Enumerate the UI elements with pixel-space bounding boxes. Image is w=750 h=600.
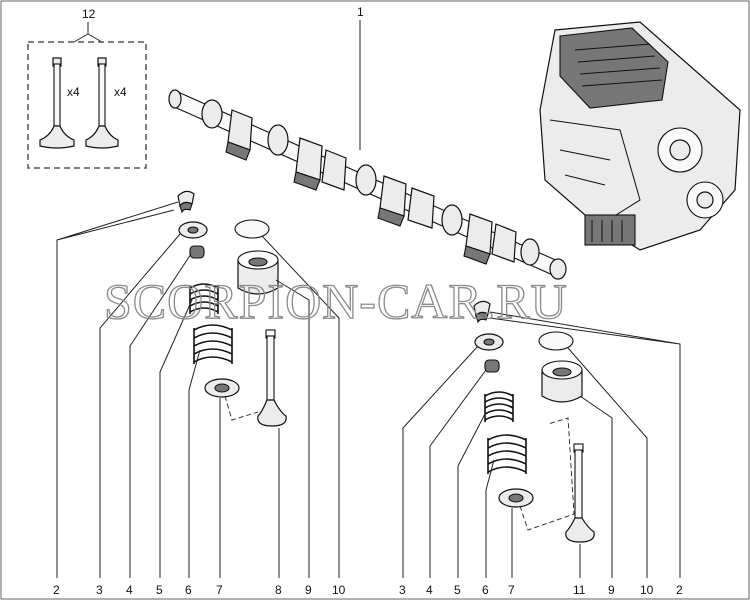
callout-12: 12 — [82, 7, 96, 21]
callout-2-right: 2 — [676, 583, 683, 597]
callout-10-right: 10 — [640, 583, 654, 597]
valve-icon — [85, 57, 119, 149]
valve-icon — [39, 57, 75, 149]
tappet-icon — [541, 360, 583, 403]
right-valve-assembly — [473, 300, 595, 543]
callout-6-right: 6 — [482, 583, 489, 597]
watermark-text: SCORPION-CAR.RU — [104, 273, 568, 329]
callout-5-right: 5 — [454, 583, 461, 597]
bottom-left-callouts: 2 3 4 5 6 7 8 9 10 — [53, 583, 346, 597]
valve-seal-icon — [189, 245, 205, 259]
callout-8-left: 8 — [275, 583, 282, 597]
valve-kit-group: 12 x4 x4 — [27, 7, 147, 169]
valve-kit-box — [27, 41, 147, 169]
engine-block-icon — [539, 21, 741, 251]
bottom-right-callouts: 3 4 5 6 7 11 9 10 2 — [399, 583, 683, 597]
valve-keeper-icon — [177, 190, 195, 214]
valve-spring-icon — [484, 391, 514, 422]
callout-4-right: 4 — [426, 583, 433, 597]
shim-icon — [234, 219, 270, 239]
leader-lines — [56, 201, 681, 578]
valve-spring-icon — [193, 324, 233, 364]
valve-seal-icon — [484, 359, 500, 373]
callout-9-right: 9 — [608, 583, 615, 597]
callout-11-right: 11 — [573, 583, 586, 597]
callout-3-right: 3 — [399, 583, 406, 597]
valve-spring-icon — [487, 434, 527, 474]
callout-1: 1 — [357, 5, 364, 19]
valve-icon — [257, 329, 287, 427]
left-valve-assembly — [177, 190, 287, 427]
camshaft-icon: 1 — [168, 5, 567, 280]
tappet-icon — [237, 250, 279, 295]
callout-4-left: 4 — [126, 583, 133, 597]
qty-label-left: x4 — [67, 85, 80, 99]
callout-10-left: 10 — [332, 583, 346, 597]
callout-2-left: 2 — [53, 583, 60, 597]
shim-icon — [538, 331, 574, 351]
callout-9-left: 9 — [305, 583, 312, 597]
valve-spring-icon — [189, 283, 219, 314]
callout-7-left: 7 — [216, 583, 223, 597]
qty-label-right: x4 — [114, 85, 127, 99]
callout-7-right: 7 — [508, 583, 515, 597]
callout-5-left: 5 — [156, 583, 163, 597]
callout-6-left: 6 — [185, 583, 192, 597]
valve-icon — [565, 443, 595, 543]
valve-keeper-icon — [473, 300, 491, 324]
callout-3-left: 3 — [96, 583, 103, 597]
